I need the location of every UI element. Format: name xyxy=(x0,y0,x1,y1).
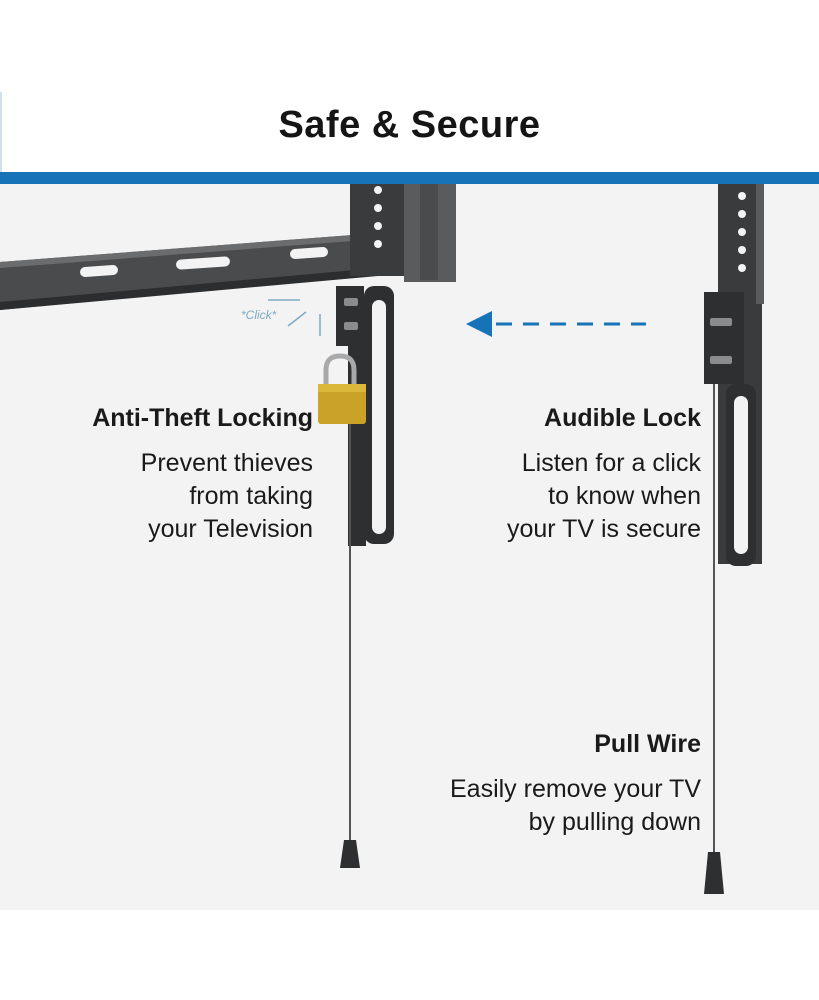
description-line: Easily remove your TV xyxy=(449,775,701,803)
padlock-icon xyxy=(318,353,366,424)
feature-anti-theft: Anti-Theft Locking Prevent thieves from … xyxy=(92,404,313,546)
edge-accent xyxy=(0,92,2,172)
description-line: Prevent thieves xyxy=(140,449,313,477)
feature-pull-wire: Pull Wire Easily remove your TV by pulli… xyxy=(450,730,701,839)
right-upright xyxy=(704,184,764,566)
header: Safe & Secure xyxy=(0,0,819,172)
feature-title: Audible Lock xyxy=(544,404,701,432)
description-line: by pulling down xyxy=(528,808,701,836)
feature-description: Listen for a click to know when your TV … xyxy=(507,447,701,546)
feature-audible-lock: Audible Lock Listen for a click to know … xyxy=(507,404,701,546)
left-pull-wire xyxy=(340,424,360,868)
feature-description: Easily remove your TV by pulling down xyxy=(450,773,701,839)
click-label: *Click* xyxy=(241,308,277,322)
feature-title: Pull Wire xyxy=(594,730,701,758)
mount-illustration xyxy=(0,184,764,894)
accent-bar xyxy=(0,172,819,184)
description-line: to know when xyxy=(548,482,701,510)
right-pull-wire xyxy=(704,384,724,894)
page-title: Safe & Secure xyxy=(278,104,541,146)
wall-plate-rail xyxy=(0,232,400,310)
feature-description: Prevent thieves from taking your Televis… xyxy=(92,447,313,546)
click-marks xyxy=(268,299,321,336)
feature-title: Anti-Theft Locking xyxy=(92,404,313,432)
description-line: your Television xyxy=(148,515,313,543)
product-scene: *Click* xyxy=(0,184,819,910)
description-line: Listen for a click xyxy=(521,449,701,477)
left-upright xyxy=(336,184,456,546)
description-line: from taking xyxy=(189,482,313,510)
description-line: your TV is secure xyxy=(506,515,701,543)
arrow-left-icon xyxy=(466,311,646,337)
